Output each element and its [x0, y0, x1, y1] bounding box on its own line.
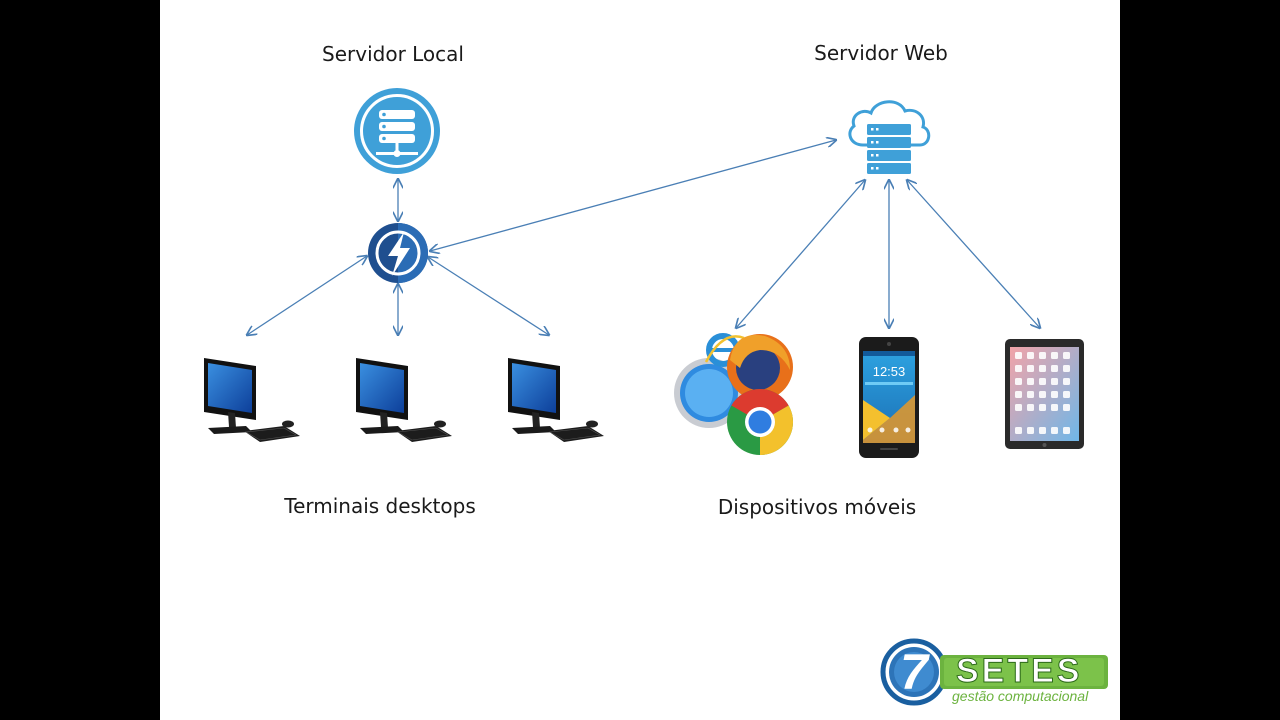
arrow-web-browsers [736, 180, 865, 328]
web-server-cloud-icon [848, 100, 931, 174]
connections [247, 140, 1040, 335]
setes-logo [880, 638, 1108, 706]
web-browsers-icon [674, 333, 794, 456]
arrow-hub-desktop-1 [247, 256, 367, 335]
network-diagram: 12:53 [204, 88, 1108, 706]
mobile-devices-label: Dispositivos móveis [717, 495, 917, 519]
local-server-label: Servidor Local [322, 42, 464, 66]
desktop-terminal-icon [355, 357, 453, 443]
web-server-label: Servidor Web [814, 41, 948, 65]
arrow-web-tablet [907, 180, 1040, 328]
logo-name: SETES [955, 652, 1083, 691]
logo-tagline: gestão computacional [952, 688, 1089, 704]
phone-clock: 12:53 [873, 364, 906, 379]
chrome-icon [727, 388, 794, 456]
safari-icon [674, 358, 744, 428]
tablet-icon [1005, 339, 1084, 449]
arrow-hub-desktop-3 [428, 257, 549, 335]
firefox-icon [727, 334, 793, 400]
smartphone-icon: 12:53 [859, 337, 919, 458]
desktop-terminal-icon [507, 357, 605, 443]
desktops-label: Terminais desktops [284, 494, 476, 518]
desktop-terminal-icon [204, 358, 300, 442]
lightning-hub-icon [368, 223, 428, 283]
local-server-icon [354, 88, 440, 174]
logo-numeral: 7 [900, 644, 928, 700]
slide: 12:53 Servidor Local Servidor [160, 0, 1120, 720]
arrow-hub-web-server [430, 140, 836, 251]
